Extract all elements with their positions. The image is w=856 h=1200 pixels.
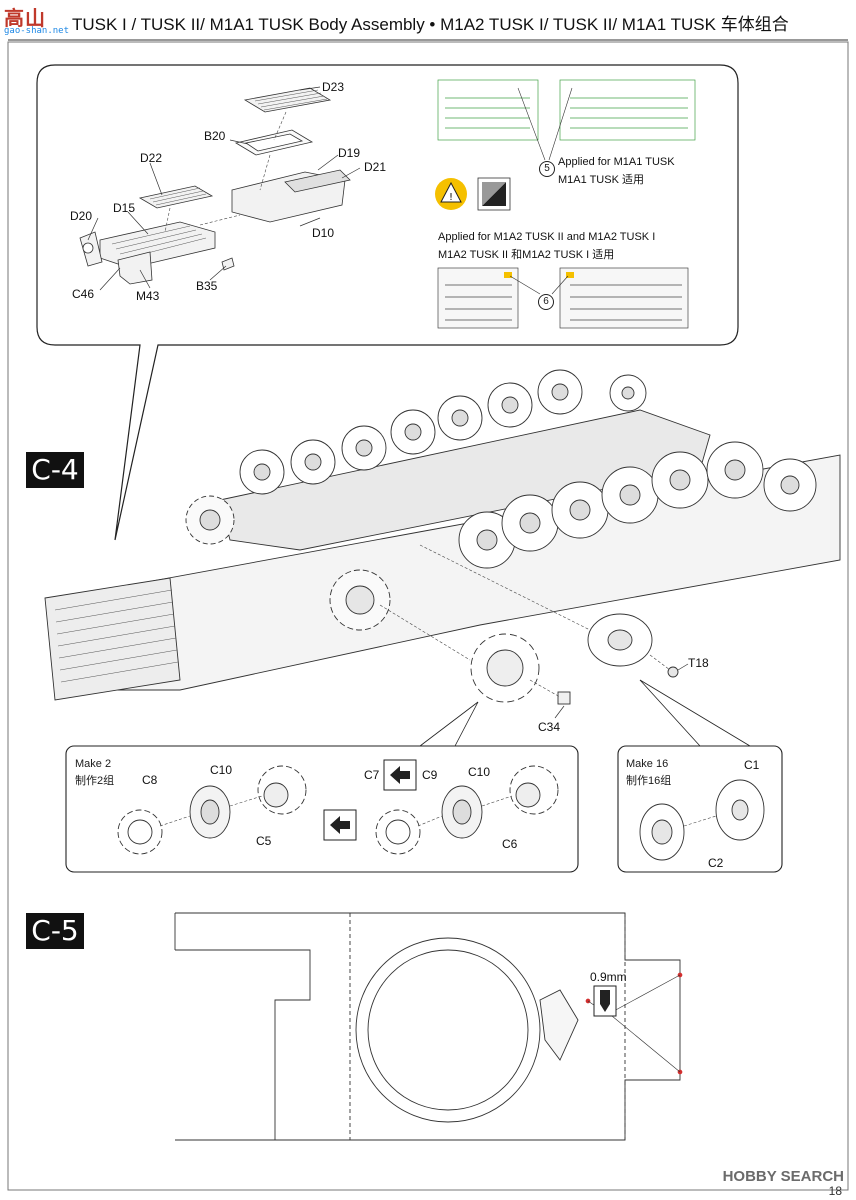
variant-b-note-en: Applied for M1A2 TUSK II and M1A2 TUSK I <box>438 231 656 243</box>
part-label: D21 <box>364 160 387 174</box>
part-label: M43 <box>136 289 160 303</box>
variant-b-highlight-b <box>566 272 574 278</box>
sprocket-parts-drawing <box>117 765 559 855</box>
drive-sprocket-drawing <box>185 495 391 631</box>
watermark-brand: HOBBY SEARCH <box>722 1168 844 1185</box>
part-label: D10 <box>312 226 335 240</box>
paint-swatch-icon <box>477 177 511 211</box>
variant-b-note-cn: M1A2 TUSK II 和M1A2 TUSK I 适用 <box>438 249 615 261</box>
logo-text: 高山 <box>4 8 46 30</box>
variant-a-note-cn: M1A1 TUSK 适用 <box>558 174 644 186</box>
step-c5-label: C-5 <box>26 913 84 949</box>
part-label-c10: C10 <box>210 763 233 777</box>
part-label-c2: C2 <box>708 856 724 870</box>
drill-size-label: 0.9mm <box>590 970 627 984</box>
site-logo: 高山 gao-shan.net <box>4 2 72 38</box>
part-label-c5: C5 <box>256 834 272 848</box>
variant-b-highlight-a <box>504 272 512 278</box>
part-label-c8: C8 <box>142 773 158 787</box>
swap-arrow-icon-2 <box>383 759 417 791</box>
part-label: B20 <box>204 129 226 143</box>
variant-a-thumbnails <box>437 79 696 141</box>
sprocket-subassembly-frame <box>65 745 579 873</box>
road-wheels-drawing <box>239 369 817 569</box>
make-count-cn: 制作2组 <box>75 775 115 787</box>
part-label: C46 <box>72 287 95 301</box>
part-label: D19 <box>338 146 361 160</box>
part-label-c10b: C10 <box>468 765 491 779</box>
part-label: D22 <box>140 151 163 165</box>
drill-icon <box>593 985 617 1017</box>
part-label-c9: C9 <box>422 768 438 782</box>
step-c4-label: C-4 <box>26 452 84 488</box>
make-count-en: Make 2 <box>75 758 112 770</box>
part-label: D23 <box>322 80 345 94</box>
make-count-en: Make 16 <box>626 758 669 770</box>
detail-callout-frame <box>36 64 739 541</box>
part-label-t18: T18 <box>688 656 709 670</box>
part-label-c34: C34 <box>538 720 561 734</box>
grille-assembly-drawing <box>79 87 351 285</box>
part-label-c1: C1 <box>744 758 760 772</box>
variant-b-marker: 6 <box>538 294 554 310</box>
exploded-road-wheel <box>587 613 679 678</box>
caution-icon: ! <box>435 178 467 210</box>
variant-a-marker: 5 <box>539 161 555 177</box>
variant-b-thumbnails <box>437 267 689 329</box>
part-label-c6: C6 <box>502 837 518 851</box>
part-label-c7: C7 <box>364 768 380 782</box>
svg-text:!: ! <box>449 192 453 203</box>
swap-arrow-icon <box>323 809 357 841</box>
lower-hull-drawing <box>174 912 681 1141</box>
variant-a-note-en: Applied for M1A1 TUSK <box>558 156 675 168</box>
page-header: 高山 gao-shan.net TUSK I / TUSK II/ M1A1 T… <box>0 0 856 44</box>
page-title: TUSK I / TUSK II/ M1A1 TUSK Body Assembl… <box>72 15 789 34</box>
part-label: D20 <box>70 209 93 223</box>
logo-subtext: gao-shan.net <box>4 26 70 36</box>
part-label: B35 <box>196 279 218 293</box>
header-rule <box>8 39 848 41</box>
make-count-cn: 制作16组 <box>626 775 672 787</box>
part-label: D15 <box>113 201 136 215</box>
exploded-sprocket <box>470 633 571 705</box>
wheel-parts-drawing <box>639 779 765 861</box>
page-number: 18 <box>828 1184 842 1198</box>
